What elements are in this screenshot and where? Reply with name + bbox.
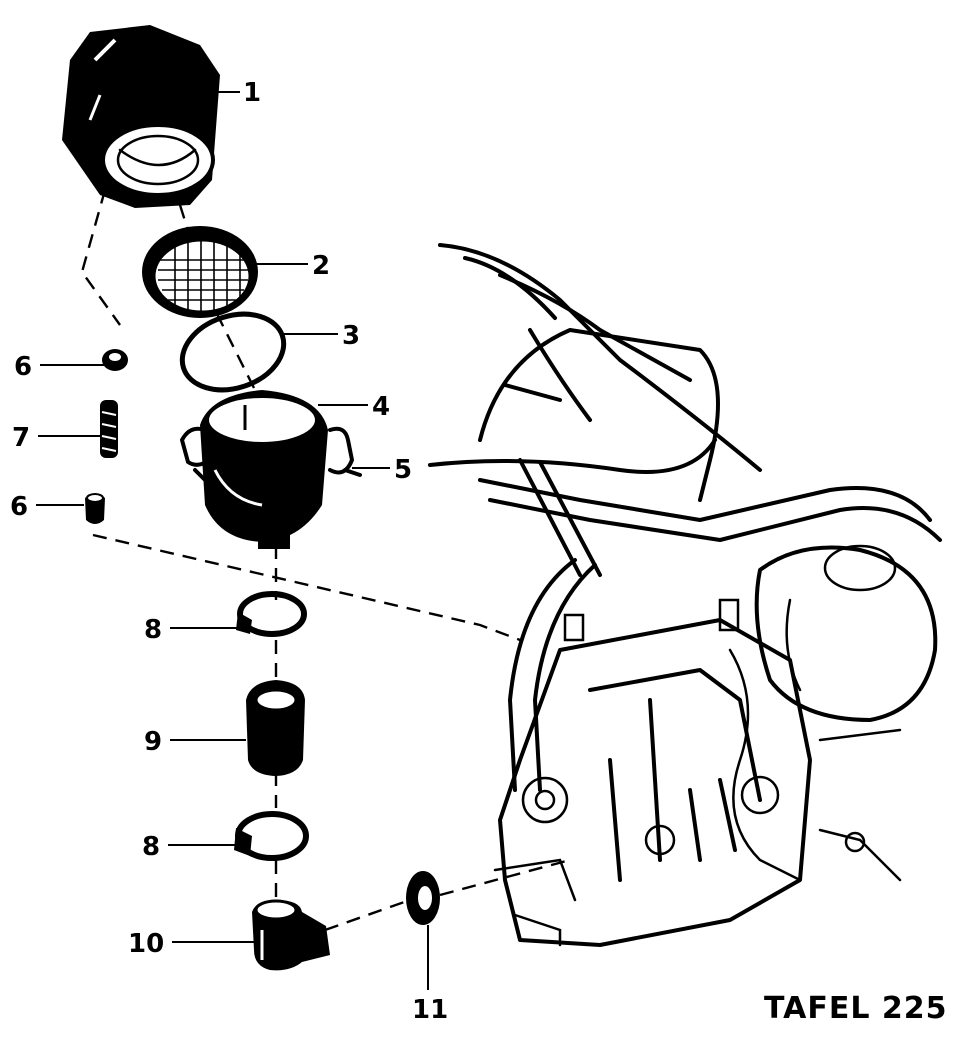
callout-6-lower: 6	[10, 492, 28, 522]
callout-11: 11	[412, 995, 448, 1025]
callout-labels: 1 2 3 4 5 6 7 6 8 9 8 10 11	[10, 78, 448, 1025]
callout-4: 4	[372, 392, 390, 422]
callout-2: 2	[312, 251, 330, 281]
callout-6-upper: 6	[14, 352, 32, 382]
callout-1: 1	[243, 78, 261, 108]
part-6-spacer-bottom	[85, 493, 105, 524]
part-5-retaining-clips	[180, 426, 362, 487]
callout-10: 10	[128, 929, 164, 959]
plate-title: TAFEL 225	[764, 991, 948, 1026]
part-2-filter-element	[142, 226, 258, 318]
callout-8-upper: 8	[144, 615, 162, 645]
callout-9: 9	[144, 727, 162, 757]
part-10-elbow-fitting	[252, 899, 330, 971]
part-3-sealing-ring	[179, 311, 287, 393]
callout-8-lower: 8	[142, 832, 160, 862]
callout-5: 5	[394, 455, 412, 485]
callout-7: 7	[12, 423, 30, 453]
callout-leaders	[36, 91, 429, 990]
part-11-grommet	[406, 871, 440, 925]
callout-3: 3	[342, 321, 360, 351]
part-8-hose-clamp-upper	[236, 591, 307, 637]
part-9-connecting-hose	[246, 680, 305, 776]
part-1-filter-housing	[62, 25, 220, 208]
part-6-spacer-top	[102, 349, 128, 371]
engine-assembly-illustration	[428, 243, 942, 947]
part-7-spring	[100, 400, 118, 458]
part-4-filter-base	[200, 390, 328, 549]
part-8-hose-clamp-lower	[234, 811, 309, 861]
